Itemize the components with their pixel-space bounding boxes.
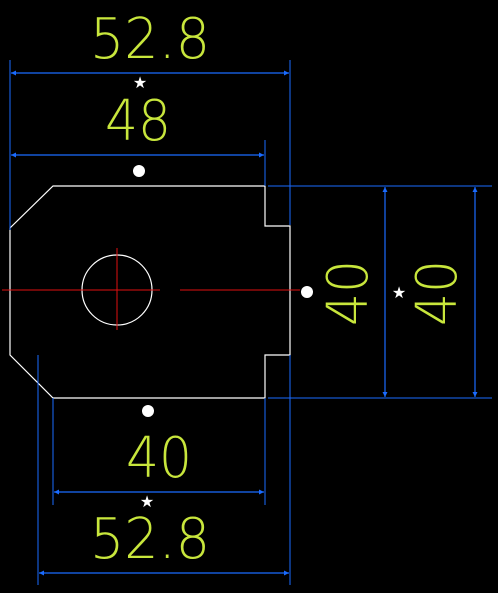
dot-marker-bottom	[142, 405, 154, 417]
dot-marker-right	[301, 286, 313, 298]
dot-marker-top	[133, 165, 145, 177]
dim-text-bottom-inner: 40	[126, 426, 192, 491]
dim-text-top-outer: 52.8	[90, 7, 210, 72]
dimension-lines	[11, 70, 478, 576]
part-outline	[9, 185, 291, 399]
star-icon-right: ★	[392, 283, 406, 302]
dim-text-bottom-outer: 52.8	[90, 507, 210, 572]
dim-text-right-inner: 40	[316, 260, 381, 326]
centerlines	[2, 248, 300, 330]
extension-lines	[9, 60, 492, 585]
star-icon-top: ★	[133, 73, 147, 92]
star-icon-bottom: ★	[140, 492, 154, 511]
dim-text-top-inner: 48	[105, 89, 171, 154]
dim-text-right-outer: 40	[405, 260, 470, 326]
